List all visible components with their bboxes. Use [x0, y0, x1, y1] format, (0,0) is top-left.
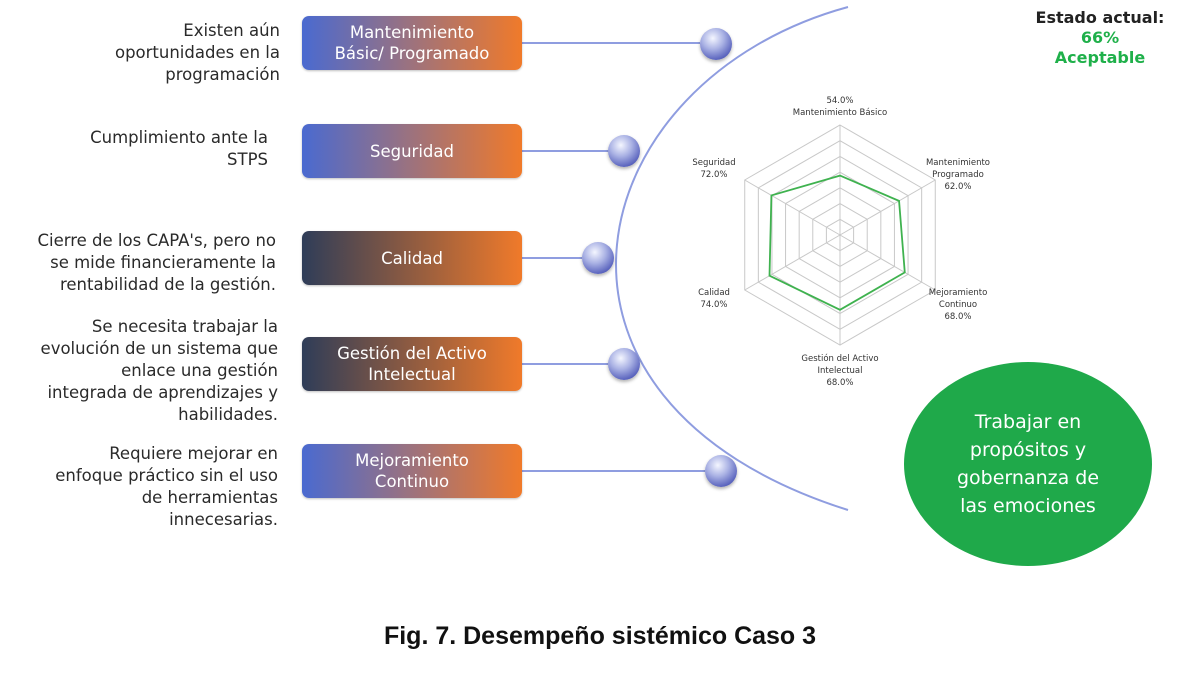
arc-curve — [615, 6, 849, 511]
radar-value-label: 54.0% — [826, 96, 853, 106]
radar-axis-label: Continuo — [939, 300, 977, 310]
knob-mantenimiento — [700, 28, 732, 60]
radar-axis-line — [839, 179, 936, 236]
radar-axis-label: Mantenimiento Básico — [793, 108, 887, 118]
radar-axis-label: Seguridad — [692, 158, 735, 168]
callout-circle: Trabajar en propósitos y gobernanza de l… — [904, 362, 1152, 566]
knob-seguridad — [608, 135, 640, 167]
pill-gestion: Gestión del Activo Intelectual — [302, 337, 522, 391]
knob-calidad — [582, 242, 614, 274]
row-note-calidad: Cierre de los CAPA's, pero no se mide fi… — [37, 231, 276, 294]
pill-seguridad: Seguridad — [302, 124, 522, 178]
radar-axis-label: Gestión del Activo — [801, 353, 878, 364]
status-value: 66% — [1080, 28, 1120, 47]
callout-text: Trabajar en propósitos y gobernanza de l… — [956, 411, 1100, 517]
radar-axis-label: Intelectual — [817, 366, 862, 376]
status-title: Estado actual: — [1035, 8, 1165, 27]
radar-series — [768, 174, 906, 311]
figure-caption: Fig. 7. Desempeño sistémico Caso 3 — [383, 622, 817, 650]
pill-calidad: Calidad — [302, 231, 522, 285]
pill-mejoramiento: Mejoramiento Continuo — [302, 444, 522, 498]
radar-axis-label: Calidad — [698, 288, 730, 298]
status-rating: Aceptable — [1054, 48, 1146, 67]
pill-mantenimiento: Mantenimiento Básic/ Programado — [302, 16, 522, 70]
radar-axis-line — [744, 234, 841, 291]
radar-axis-line — [839, 234, 936, 291]
status-block: Estado actual: 66% Aceptable — [1020, 8, 1180, 68]
row-note-mantenimiento: Existen aún oportunidades en la programa… — [114, 21, 280, 84]
row-note-mejoramiento: Requiere mejorar en enfoque práctico sin… — [55, 444, 278, 529]
radar-axes — [744, 125, 936, 345]
radar-value-label: 74.0% — [700, 300, 727, 310]
radar-axis-label: Mejoramiento — [929, 288, 988, 298]
knob-mejoramiento — [705, 455, 737, 487]
row-note-seguridad: Cumplimiento ante la STPS — [90, 128, 268, 169]
radar-value-label: 68.0% — [826, 378, 853, 388]
radar-axis-line — [744, 179, 841, 236]
radar-value-label: 68.0% — [944, 312, 971, 322]
radar-axis-label: Mantenimiento — [926, 158, 990, 168]
radar-value-label: 72.0% — [700, 170, 727, 180]
radar-axis-label: Programado — [932, 170, 984, 180]
radar-series-polygon — [768, 174, 906, 311]
row-note-gestion: Se necesita trabajar la evolución de un … — [40, 317, 278, 424]
radar-chart: 54.0% Mantenimiento BásicoMantenimientoPr… — [692, 96, 990, 388]
knob-gestion — [608, 348, 640, 380]
radar-value-label: 62.0% — [944, 182, 971, 192]
radar-labels: 54.0% Mantenimiento BásicoMantenimientoPr… — [692, 96, 990, 388]
